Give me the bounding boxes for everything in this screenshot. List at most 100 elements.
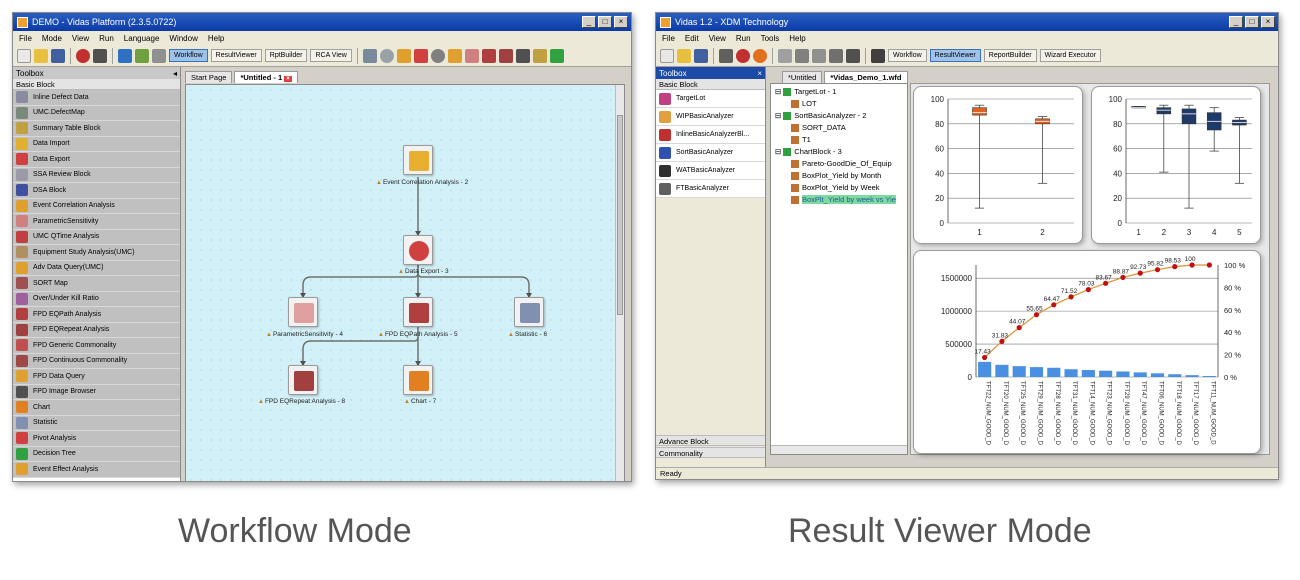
new-file-icon[interactable] [17, 48, 31, 63]
reportbuilder-mode-button[interactable]: ReportBuilder [983, 49, 1037, 62]
tree-block-icon[interactable] [549, 48, 564, 63]
toolbox-item[interactable]: Equipment Study Analysis(UMC) [13, 245, 180, 261]
node-event-correlation[interactable] [403, 145, 433, 175]
node-data-export[interactable] [403, 235, 433, 265]
arrow-icon[interactable] [152, 48, 166, 63]
workflow-canvas[interactable]: Event Correlation Analysis - 2 Data Expo… [185, 84, 625, 481]
menu-help[interactable]: Help [789, 33, 806, 43]
tree-node-item[interactable]: T1 [791, 135, 811, 144]
menu-tools[interactable]: Tools [760, 33, 780, 43]
menu-window[interactable]: Window [169, 33, 198, 43]
expand-icon[interactable]: ⊟ [775, 87, 782, 96]
toolbox-item[interactable]: SORT Map [13, 276, 180, 292]
table-block-icon[interactable] [532, 48, 547, 63]
toolbox-item[interactable]: DSA Block [13, 183, 180, 199]
toolbox-item[interactable]: SortBasicAnalyzer [656, 144, 765, 162]
toolbox-item[interactable]: Adv Data Query(UMC) [13, 260, 180, 276]
tree-node-item[interactable]: BoxPlt_Yield by week vs Yie [791, 195, 896, 204]
repeat-block-icon[interactable] [498, 48, 513, 63]
menu-view[interactable]: View [71, 33, 90, 43]
toolbox-item[interactable]: FPD EQRepeat Analysis [13, 322, 180, 338]
copy-icon[interactable] [812, 48, 826, 63]
menu-file[interactable]: File [662, 33, 675, 43]
toolbox-section-basic-block[interactable]: Basic Block [13, 79, 180, 90]
tree-node-item[interactable]: BoxPlot_Yield by Month [791, 171, 881, 180]
open-folder-icon[interactable] [677, 48, 691, 63]
menu-mode[interactable]: Mode [41, 33, 62, 43]
toolbox-item[interactable]: Decision Tree [13, 446, 180, 462]
open-folder-icon[interactable] [34, 48, 48, 63]
toolbox-item[interactable]: SSA Review Block [13, 167, 180, 183]
menu-language[interactable]: Language [123, 33, 160, 43]
fpd-block-icon[interactable] [481, 48, 496, 63]
workflow-mode-button[interactable]: Workflow [888, 49, 927, 62]
block-icon[interactable] [362, 48, 377, 63]
expand-icon[interactable]: ⊟ [775, 147, 782, 156]
toolbox-item[interactable]: Over/Under Kill Ratio [13, 291, 180, 307]
image-block-icon[interactable] [515, 48, 530, 63]
export-block-icon[interactable] [413, 48, 428, 63]
toolbox-item[interactable]: Pivot Analysis [13, 431, 180, 447]
wizard-executor-button[interactable]: Wizard Executor [1039, 49, 1101, 62]
run-icon[interactable] [736, 48, 750, 63]
tree-node-block[interactable]: ⊟ChartBlock - 3 [775, 147, 842, 156]
close-button[interactable]: × [1261, 16, 1275, 28]
tab-untitled[interactable]: *Untitled [782, 71, 823, 83]
toolbox-item[interactable]: Event Correlation Analysis [13, 198, 180, 214]
menu-run[interactable]: Run [735, 33, 751, 43]
delete-icon[interactable] [93, 48, 107, 63]
toolbox-item[interactable]: FPD Image Browser [13, 384, 180, 400]
tree-node-item[interactable]: BoxPlot_Yield by Week [791, 183, 880, 192]
save-icon[interactable] [51, 48, 65, 63]
query-block-icon[interactable] [430, 48, 445, 63]
toolbox-item[interactable]: Statistic [13, 415, 180, 431]
toolbox-item[interactable]: Data Import [13, 136, 180, 152]
toolbox-section-advance-block[interactable]: Advance Block [656, 435, 765, 446]
paste-icon[interactable] [829, 48, 843, 63]
node-fpd-eqpath[interactable] [403, 297, 433, 327]
find-icon[interactable] [871, 48, 885, 63]
tab-untitled-1[interactable]: *Untitled - 1 × [234, 71, 298, 83]
toolbox-item[interactable]: Data Export [13, 152, 180, 168]
print-icon[interactable] [719, 48, 733, 63]
tree-node-item[interactable]: SORT_DATA [791, 123, 846, 132]
expand-icon[interactable]: ⊟ [775, 111, 782, 120]
grid-icon[interactable] [118, 48, 132, 63]
close-icon[interactable]: × [757, 68, 762, 78]
tab-start-page[interactable]: Start Page [185, 71, 233, 83]
toolbox-item[interactable]: FPD Data Query [13, 369, 180, 385]
node-parametric-sensitivity[interactable] [288, 297, 318, 327]
toolbox-item[interactable]: UMC QTime Analysis [13, 229, 180, 245]
tree-node-block[interactable]: ⊟SortBasicAnalyzer - 2 [775, 111, 866, 120]
toolbox-section-commonality[interactable]: Commonality [656, 447, 765, 458]
toolbox-item[interactable]: Inline Defect Data [13, 90, 180, 106]
toolbox-item[interactable]: Chart [13, 400, 180, 416]
tree-node-item[interactable]: LOT [791, 99, 817, 108]
scrollbar-thumb[interactable] [617, 115, 623, 315]
new-file-icon[interactable] [660, 48, 674, 63]
canvas-vertical-scrollbar[interactable] [615, 85, 624, 481]
minimize-button[interactable]: _ [1229, 16, 1243, 28]
menu-view[interactable]: View [708, 33, 726, 43]
node-chart[interactable] [403, 365, 433, 395]
close-button[interactable]: × [614, 16, 628, 28]
node-fpd-eqrepeat[interactable] [288, 365, 318, 395]
tree-node-item[interactable]: Pareto-GoodDie_Of_Equip [791, 159, 892, 168]
toolbox-item[interactable]: TargetLot [656, 90, 765, 108]
toolbox-item[interactable]: Event Effect Analysis [13, 462, 180, 478]
analysis-icon[interactable] [379, 48, 394, 63]
rptbuilder-mode-button[interactable]: RptBuilder [264, 49, 308, 62]
run-icon[interactable] [76, 48, 90, 63]
toolbox-item[interactable]: ParametricSensitivity [13, 214, 180, 230]
toolbox-item[interactable]: FPD Continuous Commonality [13, 353, 180, 369]
delete-icon[interactable] [846, 48, 860, 63]
minimize-button[interactable]: _ [582, 16, 596, 28]
menu-edit[interactable]: Edit [684, 33, 699, 43]
toolbox-item[interactable]: FPD Generic Commonality [13, 338, 180, 354]
cut-icon[interactable] [795, 48, 809, 63]
tree-node-block[interactable]: ⊟TargetLot - 1 [775, 87, 836, 96]
menu-run[interactable]: Run [99, 33, 114, 43]
toolbox-item[interactable]: Summary Table Block [13, 121, 180, 137]
rca-view-button[interactable]: RCA View [310, 49, 352, 62]
node-statistic[interactable] [514, 297, 544, 327]
